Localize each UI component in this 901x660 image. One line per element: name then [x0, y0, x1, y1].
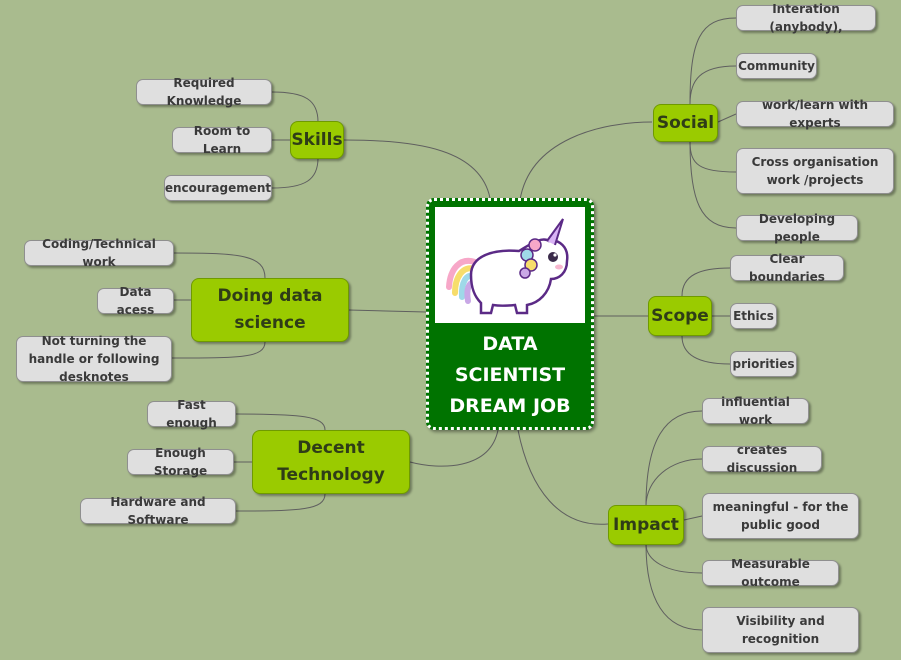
social-item-experts[interactable]: work/learn with experts — [736, 98, 894, 130]
skills-item-room-to-learn[interactable]: Room to Learn — [172, 124, 272, 156]
tech-item-hardware-software[interactable]: Hardware and Software — [80, 495, 236, 527]
central-topic[interactable]: DATA SCIENTIST DREAM JOB — [426, 198, 594, 430]
branch-impact[interactable]: Impact — [608, 505, 684, 545]
connector-skills-1 — [271, 91, 319, 123]
branch-doing-data-science[interactable]: Doing data science — [191, 278, 349, 342]
connector-doing-3 — [171, 341, 266, 359]
connector-social-2 — [689, 65, 737, 105]
connector-impact-1 — [645, 410, 703, 507]
connector-central-doing — [348, 309, 427, 313]
doing-item-data-access[interactable]: Data acess — [97, 285, 174, 317]
connector-central-social — [519, 121, 653, 201]
connector-tech-3 — [235, 493, 326, 512]
scope-item-priorities[interactable]: priorities — [730, 351, 797, 377]
connector-doing-1 — [173, 252, 266, 279]
branch-social[interactable]: Social — [653, 104, 718, 142]
branch-decent-technology[interactable]: Decent Technology — [252, 430, 410, 494]
connector-skills-3 — [271, 157, 319, 189]
branch-doing-data-science-label: Doing data science — [217, 286, 323, 333]
branch-scope-label: Scope — [651, 306, 709, 326]
branch-skills-label: Skills — [291, 130, 343, 150]
impact-item-creates-discussion[interactable]: creates discussion — [702, 443, 822, 475]
connector-scope-3 — [681, 335, 731, 365]
connector-tech-1 — [235, 413, 326, 431]
social-item-cross-org[interactable]: Cross organisation work /projects — [736, 148, 894, 194]
doing-item-coding[interactable]: Coding/Technical work — [24, 237, 174, 269]
tech-item-enough-storage[interactable]: Enough Storage — [127, 446, 234, 478]
connector-impact-4 — [645, 543, 703, 574]
skills-item-required-knowledge[interactable]: Required Knowledge — [136, 76, 272, 108]
scope-item-ethics[interactable]: Ethics — [730, 303, 777, 329]
connector-impact-2 — [645, 458, 703, 507]
central-label-line-3: DREAM JOB — [449, 395, 571, 417]
skills-item-encouragement[interactable]: encouragement — [164, 175, 272, 201]
connector-impact-5 — [645, 543, 703, 631]
central-label-line-2: SCIENTIST — [454, 364, 566, 386]
connector-impact-3 — [683, 515, 703, 521]
connector-social-1 — [689, 17, 737, 105]
social-item-interaction[interactable]: Interation (anybody), — [736, 2, 876, 34]
impact-item-measurable-outcome[interactable]: Measurable outcome — [702, 557, 839, 589]
branch-social-label: Social — [656, 113, 715, 133]
tech-item-fast-enough[interactable]: Fast enough — [147, 398, 236, 430]
connector-central-skills — [343, 139, 491, 199]
doing-item-not-turning-handle[interactable]: Not turning the handle or following desk… — [16, 334, 172, 384]
branch-scope[interactable]: Scope — [648, 296, 712, 336]
social-item-community[interactable]: Community — [736, 53, 817, 79]
connector-social-5 — [689, 141, 737, 229]
impact-item-visibility[interactable]: Visibility and recognition — [702, 607, 859, 653]
central-label-line-1: DATA — [482, 333, 538, 355]
connector-scope-1 — [681, 267, 731, 297]
scope-item-clear-boundaries[interactable]: Clear boundaries — [730, 252, 844, 284]
connector-social-3 — [717, 113, 737, 123]
branch-impact-label: Impact — [613, 515, 679, 535]
connector-central-tech — [409, 429, 499, 467]
impact-item-influential-work[interactable]: influential work — [702, 395, 809, 427]
social-item-developing-people[interactable]: Developing people — [736, 212, 858, 244]
branch-decent-technology-label: Decent Technology — [277, 438, 385, 485]
connector-social-4 — [689, 141, 737, 173]
connector-central-impact — [517, 429, 609, 525]
impact-item-meaningful[interactable]: meaningful - for the public good — [702, 493, 859, 539]
branch-skills[interactable]: Skills — [290, 121, 344, 159]
unicorn-icon — [435, 207, 585, 323]
central-topic-label: DATA SCIENTIST DREAM JOB — [429, 329, 591, 422]
